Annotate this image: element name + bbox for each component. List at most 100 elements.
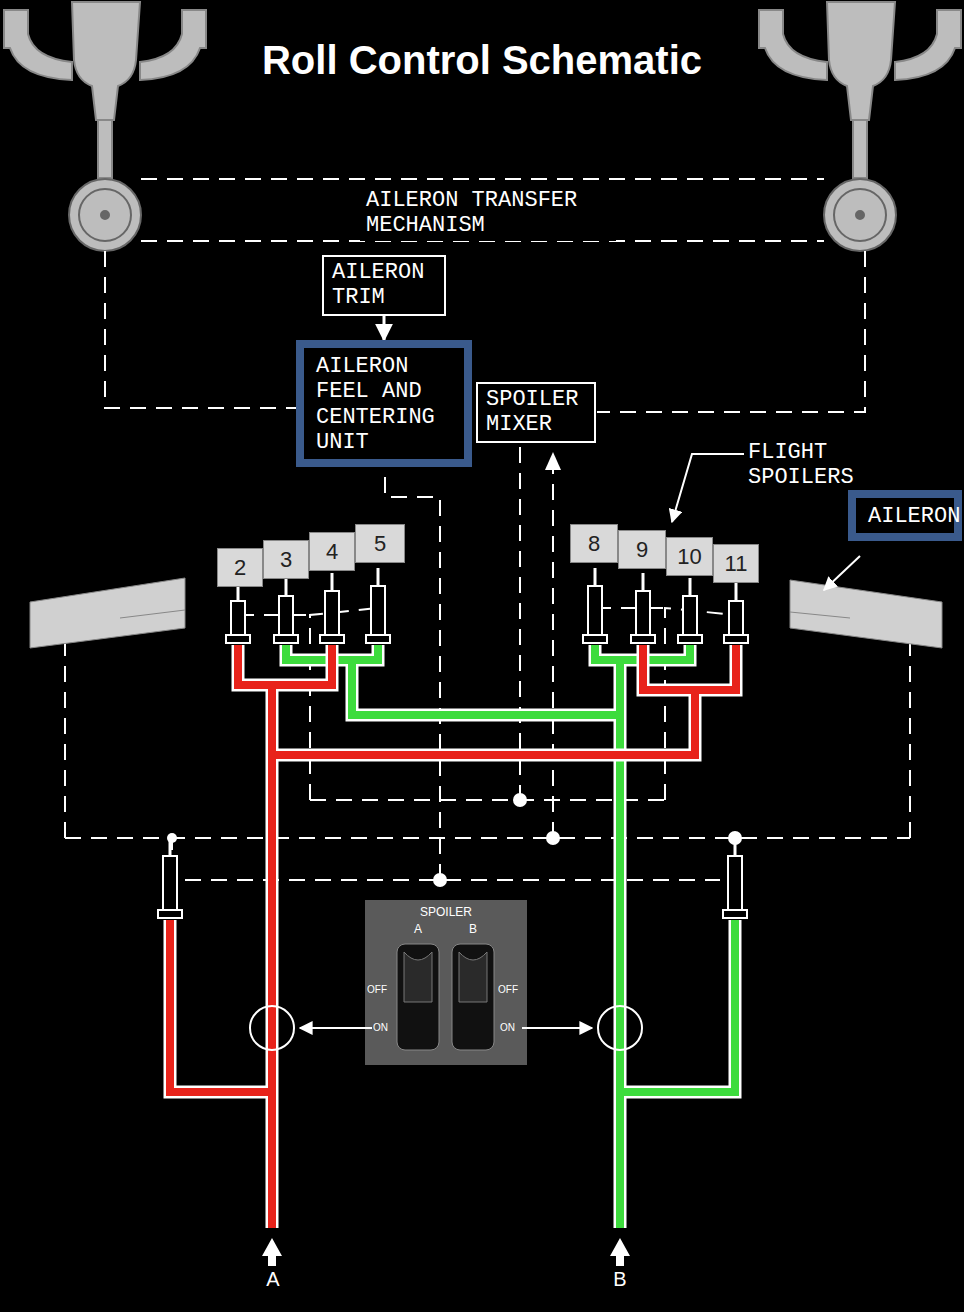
spoiler-panel: 4 bbox=[309, 532, 355, 571]
mechanical-linkage bbox=[65, 837, 910, 839]
diagram-title: Roll Control Schematic bbox=[0, 38, 964, 83]
hydraulic-line-b bbox=[620, 920, 735, 1092]
control-yoke bbox=[4, 10, 72, 80]
hydraulic-line-b bbox=[352, 660, 620, 715]
shutoff-valve bbox=[598, 1006, 642, 1050]
hydraulic-outline bbox=[272, 690, 695, 755]
actuator-body bbox=[728, 856, 742, 910]
aileron-surface bbox=[30, 578, 185, 648]
control-wheel bbox=[834, 189, 886, 241]
control-yoke bbox=[759, 10, 827, 80]
switch-position: OFF bbox=[367, 984, 395, 995]
aileron-surface bbox=[790, 580, 942, 648]
actuator-rod bbox=[331, 573, 334, 591]
junction-dot bbox=[167, 793, 742, 887]
system-label: A bbox=[262, 1268, 284, 1291]
control-wheel bbox=[69, 179, 896, 251]
control-wheel bbox=[101, 211, 109, 219]
guarded-switch bbox=[404, 952, 432, 1002]
hydraulic-outline bbox=[286, 645, 735, 1228]
hydraulic-line-a bbox=[170, 920, 272, 1092]
supply-arrow bbox=[262, 1238, 282, 1266]
guarded-switch bbox=[452, 944, 494, 1050]
node-text: 3 bbox=[264, 547, 308, 572]
callout-label: FLIGHT SPOILERS bbox=[748, 440, 878, 490]
node-text: AILERON FEEL AND CENTERING UNIT bbox=[316, 354, 454, 455]
mechanical-linkage bbox=[64, 640, 66, 838]
system-label: B bbox=[609, 1268, 631, 1291]
actuator-rod bbox=[594, 568, 597, 586]
hydraulic-line-b bbox=[286, 645, 735, 1228]
supply-arrow bbox=[262, 1238, 630, 1266]
guarded-switch bbox=[397, 944, 439, 1050]
node-text: 8 bbox=[571, 531, 617, 556]
control-yoke bbox=[895, 10, 961, 80]
junction-dot bbox=[546, 831, 560, 845]
actuator-base bbox=[366, 635, 390, 643]
shutoff-valve bbox=[250, 1006, 642, 1050]
control-yoke bbox=[72, 2, 140, 120]
actuator-rod bbox=[689, 578, 692, 596]
aileron-surface bbox=[30, 578, 942, 648]
aileron-surface bbox=[790, 612, 850, 618]
mechanical-linkage bbox=[519, 447, 521, 800]
hydraulic-line-a bbox=[643, 645, 736, 690]
mixer-input bbox=[552, 458, 554, 838]
switch-position: ON bbox=[373, 1022, 395, 1033]
mechanism-label-band: AILERON TRANSFER MECHANISM bbox=[360, 186, 616, 241]
spoiler-panel: 9 bbox=[618, 530, 666, 569]
switch-position: OFF bbox=[498, 984, 526, 995]
actuator-base bbox=[274, 635, 298, 643]
supply-arrow bbox=[610, 1238, 630, 1266]
node-text: AILERON TRIM bbox=[332, 260, 436, 311]
node-text: 10 bbox=[667, 544, 712, 569]
hydraulic-outline bbox=[352, 660, 620, 715]
control-wheel bbox=[79, 189, 131, 241]
spoiler-panel: 10 bbox=[666, 537, 713, 576]
spoiler-panel: 2 bbox=[217, 548, 263, 587]
hydraulic-outline bbox=[614, 660, 627, 1228]
aileron-surface bbox=[120, 610, 185, 618]
arrow-head bbox=[545, 452, 561, 470]
control-yoke bbox=[759, 2, 961, 178]
connector bbox=[383, 316, 386, 340]
spoiler-panel: 8 bbox=[570, 524, 618, 563]
actuator-rod bbox=[377, 568, 380, 586]
hydraulic-line-a bbox=[272, 690, 695, 755]
switch-label: B bbox=[463, 922, 483, 936]
mixer-box: SPOILER MIXER bbox=[476, 382, 596, 443]
control-yoke bbox=[827, 2, 895, 120]
actuator-body bbox=[279, 596, 293, 635]
hydraulic-outline bbox=[266, 685, 279, 1228]
hydraulic-outline bbox=[170, 645, 736, 1228]
actuator-body bbox=[371, 586, 385, 635]
mechanical-linkage bbox=[105, 251, 296, 408]
control-wheel bbox=[69, 179, 141, 251]
switch-label: A bbox=[408, 922, 428, 936]
spoiler-panel: 5 bbox=[355, 524, 405, 563]
mechanical-linkage bbox=[909, 642, 911, 838]
actuator-body bbox=[325, 591, 339, 635]
actuator-base bbox=[158, 910, 182, 918]
hydraulic-outline bbox=[620, 920, 735, 1092]
mechanical-linkage bbox=[238, 614, 310, 616]
actuator-rod bbox=[642, 573, 645, 591]
actuator-rod bbox=[735, 583, 738, 601]
actuator-body bbox=[231, 601, 245, 635]
actuator-rod bbox=[734, 838, 737, 856]
feel-unit-box: AILERON FEEL AND CENTERING UNIT bbox=[296, 340, 472, 467]
hydraulic-line-b bbox=[616, 660, 624, 1228]
switch-position: ON bbox=[500, 1022, 522, 1033]
spoiler-panel: 11 bbox=[713, 544, 759, 583]
hydraulic-line-a bbox=[170, 645, 736, 1228]
shutoff-valve bbox=[300, 1027, 372, 1029]
mechanical-linkage bbox=[185, 879, 720, 881]
actuator-base bbox=[723, 910, 747, 918]
panel-title: SPOILER bbox=[365, 905, 527, 919]
actuator-base bbox=[724, 635, 748, 643]
node-text: 2 bbox=[218, 555, 262, 580]
actuator-body bbox=[163, 856, 177, 910]
actuator-rod bbox=[169, 838, 172, 856]
junction-dot bbox=[433, 873, 447, 887]
control-yoke bbox=[853, 120, 867, 178]
